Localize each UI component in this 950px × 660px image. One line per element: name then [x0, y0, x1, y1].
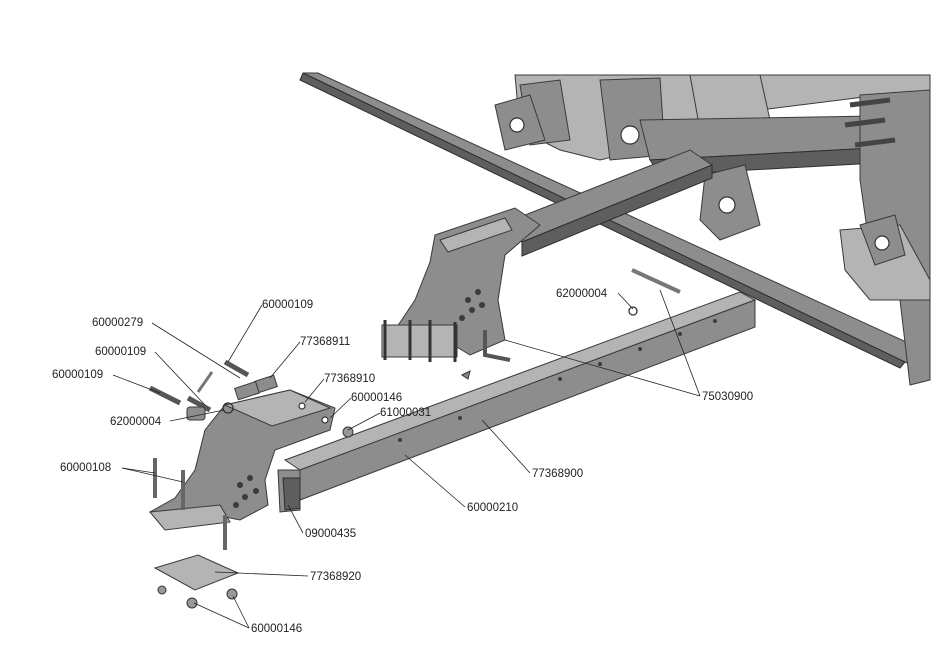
pin-60000279: [198, 372, 212, 392]
label-09000435: 09000435: [305, 528, 356, 540]
nut-60000146-b: [227, 589, 237, 599]
pin-75030900: [632, 270, 680, 292]
label-60000146-upper: 60000146: [351, 392, 402, 404]
label-60000108: 60000108: [60, 462, 111, 474]
lower-long-beam: [278, 292, 755, 512]
label-77368920: 77368920: [310, 571, 361, 583]
r-clip-62000004-upper: [629, 307, 637, 315]
label-60000109-left: 60000109: [52, 369, 103, 381]
label-77368910: 77368910: [324, 373, 375, 385]
bolt-60000109-b: [150, 388, 180, 403]
label-60000210: 60000210: [467, 502, 518, 514]
bolt-60000109-a: [225, 362, 248, 375]
label-60000109-top: 60000109: [262, 299, 313, 311]
label-60000109-mid: 60000109: [95, 346, 146, 358]
label-75030900: 75030900: [702, 391, 753, 403]
label-61000031: 61000031: [380, 407, 431, 419]
label-62000004-upper: 62000004: [556, 288, 608, 300]
inner-tube-60000210: [283, 478, 300, 510]
nut-60000146-a: [187, 598, 197, 608]
label-60000279: 60000279: [92, 317, 143, 329]
clamp-box: [382, 325, 457, 357]
label-77368900: 77368900: [532, 468, 583, 480]
label-77368911: 77368911: [300, 336, 350, 348]
label-62000004-lower: 62000004: [110, 416, 162, 428]
label-60000146-bottom: 60000146: [251, 623, 302, 635]
